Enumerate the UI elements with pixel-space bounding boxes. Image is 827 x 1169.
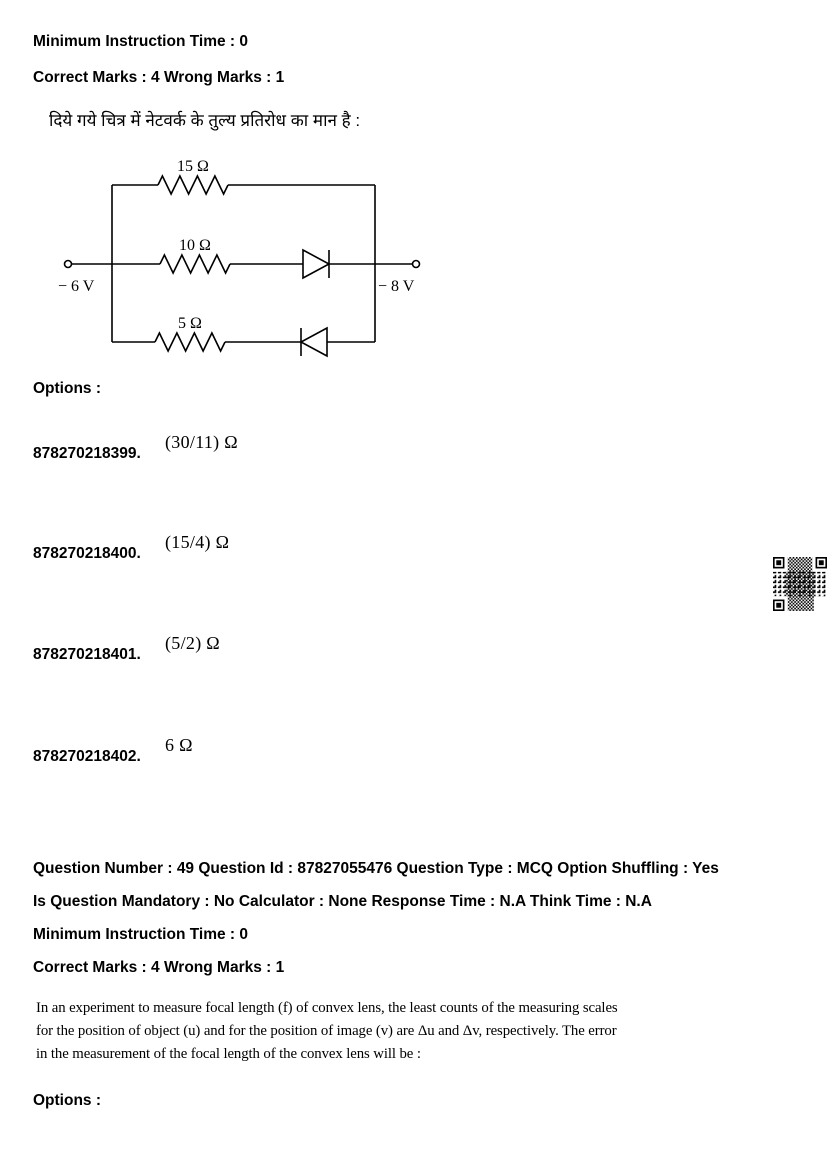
- option-row: 878270218399. (30/11) Ω: [33, 432, 238, 463]
- resistor-bottom: [154, 331, 226, 353]
- option-id: 878270218401.: [33, 646, 141, 663]
- option-value: (15/4) Ω: [165, 532, 230, 552]
- circuit-diagram: 15 Ω 10 Ω 5 Ω − 6 V − 8 V: [58, 158, 421, 358]
- option-value: (30/11) Ω: [165, 432, 238, 452]
- resistor-top: [157, 174, 229, 196]
- qr-finder-patterns: [773, 557, 827, 611]
- question-49-text: In an experiment to measure focal length…: [36, 997, 618, 1066]
- options-label: Options :: [33, 1092, 102, 1109]
- marks-line: Correct Marks : 4 Wrong Marks : 1: [33, 69, 285, 86]
- qr-code: [773, 557, 827, 611]
- option-row: 878270218400. (15/4) Ω: [33, 532, 229, 563]
- option-id: 878270218402.: [33, 748, 141, 765]
- question-number-line: Question Number : 49 Question Id : 87827…: [33, 860, 719, 877]
- option-row: 878270218402. 6 Ω: [33, 735, 193, 766]
- question-49-line-1: In an experiment to measure focal length…: [36, 1000, 618, 1016]
- option-row: 878270218401. (5/2) Ω: [33, 633, 220, 664]
- options-label: Options :: [33, 380, 102, 397]
- question-49-meta: Question Number : 49 Question Id : 87827…: [33, 852, 719, 984]
- diode-left-icon: [299, 326, 328, 358]
- question-49-line-3: in the measurement of the focal length o…: [36, 1046, 421, 1062]
- right-terminal-label: − 8 V: [378, 278, 415, 295]
- circuit-wires: [63, 174, 421, 358]
- left-terminal-icon: [63, 259, 73, 269]
- resistor-top-label: 15 Ω: [177, 158, 209, 175]
- min-instruction-time-line: Minimum Instruction Time : 0: [33, 33, 249, 50]
- resistor-middle: [159, 253, 231, 275]
- question-text-hindi: दिये गये चित्र में नेटवर्क के तुल्य प्रत…: [49, 111, 361, 130]
- left-terminal-label: − 6 V: [58, 278, 95, 295]
- option-value: (5/2) Ω: [165, 633, 220, 653]
- marks-line: Correct Marks : 4 Wrong Marks : 1: [33, 959, 285, 976]
- min-instruction-time-line: Minimum Instruction Time : 0: [33, 926, 249, 943]
- option-id: 878270218400.: [33, 545, 141, 562]
- option-value: 6 Ω: [165, 735, 193, 755]
- resistor-bottom-label: 5 Ω: [178, 315, 202, 332]
- resistor-middle-label: 10 Ω: [179, 237, 211, 254]
- diode-right-icon: [302, 248, 331, 280]
- question-49-line-2: for the position of object (u) and for t…: [36, 1023, 617, 1039]
- mandatory-line: Is Question Mandatory : No Calculator : …: [33, 893, 652, 910]
- option-id: 878270218399.: [33, 445, 141, 462]
- right-terminal-icon: [411, 259, 421, 269]
